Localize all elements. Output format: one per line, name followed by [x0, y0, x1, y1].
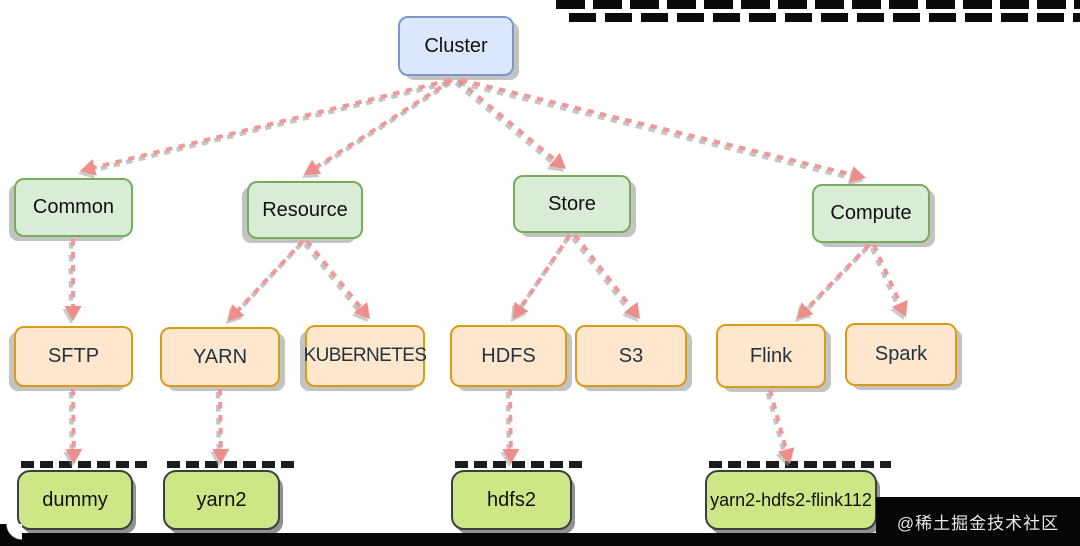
artifact-top-dash-bar-2 [569, 13, 1080, 22]
node-hdfs[interactable]: HDFS [450, 325, 567, 387]
node-yarn2[interactable]: yarn2 [163, 461, 294, 530]
node-flink[interactable]: Flink [716, 324, 826, 388]
artifact-top-dash-bar-1 [556, 0, 1080, 9]
node-dummy-label: dummy [42, 488, 108, 511]
node-hdfs2[interactable]: hdfs2 [451, 461, 586, 530]
node-compute-label: Compute [830, 202, 912, 224]
node-dummy[interactable]: dummy [17, 461, 147, 530]
node-common-label: Common [32, 196, 115, 218]
node-yarn2-hdfs2-flink112-label: yarn2-hdfs2-flink112 [710, 489, 872, 510]
node-cluster-label: Cluster [424, 34, 488, 57]
juejin-watermark-text: @稀土掘金技术社区 [896, 514, 1060, 533]
node-yarn2-hdfs2-flink112[interactable]: yarn2-hdfs2-flink112 [705, 461, 891, 530]
node-sftp[interactable]: SFTP [14, 326, 133, 387]
node-cluster[interactable]: Cluster [398, 16, 514, 76]
node-s3-label: S3 [618, 344, 644, 367]
node-yarn-label: YARN [192, 345, 248, 368]
node-flink-label: Flink [749, 344, 793, 367]
node-hdfs-label: HDFS [481, 344, 536, 367]
juejin-watermark-plate: @稀土掘金技术社区 [876, 497, 1080, 546]
node-kubernetes[interactable]: KUBERNETES [303, 325, 427, 387]
node-spark[interactable]: Spark [845, 323, 957, 386]
node-kubernetes-label: KUBERNETES [303, 345, 427, 366]
node-compute[interactable]: Compute [812, 184, 930, 243]
artifact-bottom-left-corner [0, 524, 22, 546]
node-sftp-label: SFTP [47, 345, 100, 367]
node-yarn2-label: yarn2 [196, 488, 247, 511]
node-hdfs2-label: hdfs2 [487, 488, 536, 511]
node-resource[interactable]: Resource [247, 181, 363, 239]
node-yarn[interactable]: YARN [160, 327, 280, 387]
artifact-bottom-strip [14, 533, 1080, 546]
node-store[interactable]: Store [513, 175, 631, 233]
node-store-label: Store [548, 192, 596, 215]
node-resource-label: Resource [262, 198, 348, 221]
node-s3[interactable]: S3 [575, 325, 687, 387]
node-common[interactable]: Common [14, 178, 133, 237]
node-spark-label: Spark [874, 343, 928, 365]
